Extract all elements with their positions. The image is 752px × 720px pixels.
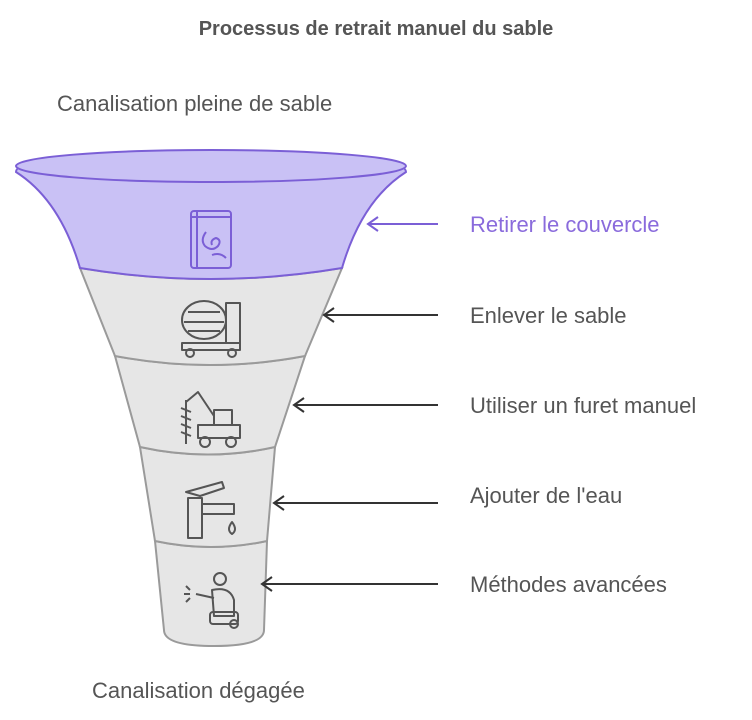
arrow-step-1 — [366, 216, 438, 232]
faucet-icon — [185, 481, 236, 539]
funnel-rim — [15, 149, 407, 183]
step-label-2: Enlever le sable — [470, 303, 627, 328]
step-label-4: Ajouter de l'eau — [470, 483, 623, 508]
drill-machine-icon — [180, 391, 241, 448]
funnel-segment-5 — [153, 539, 269, 648]
step-label-5: Méthodes avancées — [470, 572, 667, 597]
funnel-segment-4 — [138, 445, 277, 548]
funnel-top-label: Canalisation pleine de sable — [57, 91, 333, 116]
funnel-bottom-label: Canalisation dégagée — [92, 678, 305, 703]
step-label-1: Retirer le couvercle — [470, 212, 660, 237]
arrow-step-5 — [260, 576, 438, 592]
worker-icon — [184, 572, 239, 629]
arrow-step-3 — [292, 397, 438, 413]
diagram-title: Processus de retrait manuel du sable — [198, 18, 554, 40]
arrow-step-4 — [272, 495, 438, 511]
arrow-step-2 — [322, 307, 438, 323]
step-label-3: Utiliser un furet manuel — [470, 393, 697, 418]
book-icon — [190, 210, 232, 269]
cement-mixer-icon — [181, 300, 241, 358]
